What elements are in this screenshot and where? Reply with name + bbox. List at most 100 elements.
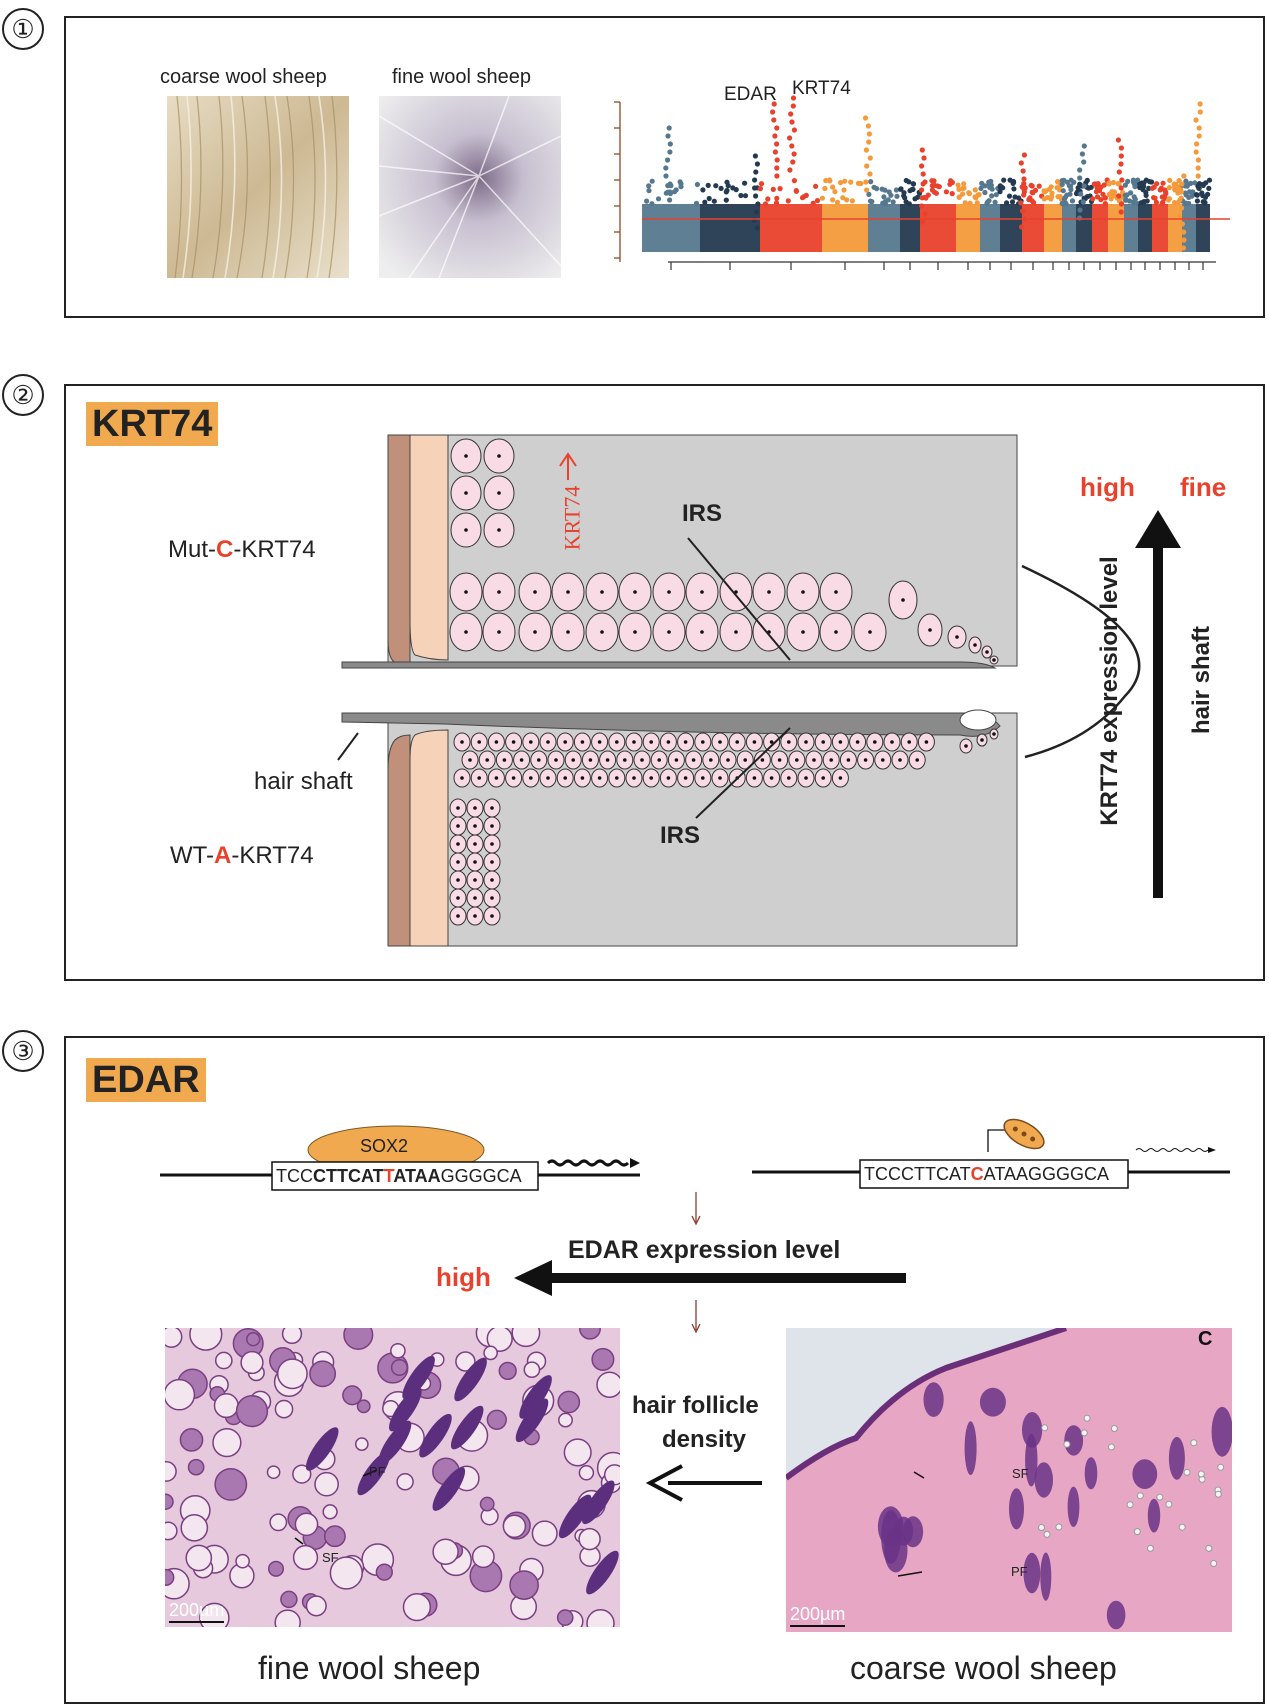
follicle-cross-section bbox=[603, 1464, 620, 1486]
pf-label-fine: PF bbox=[369, 1464, 386, 1479]
manhattan-peak-point bbox=[866, 139, 872, 145]
manhattan-point bbox=[866, 191, 872, 197]
panel-3-number: ③ bbox=[2, 1030, 44, 1072]
manhattan-point bbox=[993, 192, 999, 198]
high-label-krt74: high bbox=[1080, 472, 1135, 502]
follicle-cross-section bbox=[356, 1399, 371, 1414]
manhattan-point bbox=[967, 200, 973, 206]
manhattan-point bbox=[871, 184, 877, 190]
manhattan-chromosome bbox=[866, 179, 900, 270]
manhattan-point bbox=[1122, 182, 1128, 188]
follicle-bulb bbox=[1022, 1412, 1043, 1448]
gland-vacuole bbox=[1190, 1439, 1198, 1447]
irs-cell-nucleus bbox=[907, 740, 911, 744]
manhattan-point bbox=[936, 184, 942, 190]
manhattan-chromosome bbox=[978, 178, 1001, 270]
irs-cell-nucleus bbox=[546, 776, 550, 780]
manhattan-peak-point bbox=[789, 143, 795, 149]
manhattan-point bbox=[711, 198, 717, 204]
irs-cell-nucleus bbox=[973, 643, 977, 647]
irs-cell-nucleus bbox=[490, 896, 494, 900]
irs-cell-nucleus bbox=[718, 740, 722, 744]
irs-cell-nucleus bbox=[477, 776, 482, 780]
manhattan-point bbox=[1192, 180, 1198, 186]
manhattan-point bbox=[1115, 180, 1121, 187]
irs-cell-nucleus bbox=[456, 896, 460, 900]
bottom-outer-sheath bbox=[387, 734, 411, 947]
primary-follicle bbox=[519, 1375, 552, 1419]
corner-c-label: C bbox=[1198, 1328, 1213, 1350]
manhattan-point bbox=[1004, 200, 1010, 206]
density-label-line1: hair follicle bbox=[632, 1392, 759, 1419]
irs-cell-nucleus bbox=[511, 740, 516, 744]
manhattan-peak-point bbox=[771, 101, 777, 107]
irs-cell-nucleus bbox=[838, 740, 843, 744]
manhattan-peak-point bbox=[1179, 221, 1185, 227]
follicle-bulb bbox=[1064, 1425, 1084, 1456]
manhattan-point bbox=[903, 199, 909, 205]
manhattan-peak-point bbox=[923, 195, 929, 201]
irs-top-label: IRS bbox=[682, 500, 723, 527]
manhattan-peak-point bbox=[1018, 160, 1024, 166]
irs-cell-nucleus bbox=[473, 824, 477, 828]
manhattan-peak-point bbox=[1118, 201, 1125, 207]
irs-cell-nucleus bbox=[649, 740, 653, 744]
follicle-cross-section bbox=[240, 1350, 264, 1375]
follicle-cross-section bbox=[189, 1328, 223, 1351]
irs-cell-nucleus bbox=[846, 758, 851, 762]
edar-arrow-head bbox=[514, 1260, 552, 1296]
manhattan-point bbox=[830, 197, 836, 203]
follicle-cross-section bbox=[267, 1560, 285, 1577]
manhattan-point bbox=[848, 179, 854, 185]
manhattan-point bbox=[931, 178, 937, 184]
manhattan-point bbox=[1160, 199, 1166, 205]
manhattan-chromosome bbox=[1149, 180, 1169, 270]
irs-cell-nucleus bbox=[691, 758, 696, 762]
manhattan-peak-point bbox=[665, 157, 671, 163]
manhattan-peak-point bbox=[754, 161, 761, 167]
fine-wool-histology: PF SF 200µm bbox=[165, 1328, 620, 1627]
manhattan-point bbox=[713, 183, 719, 189]
edar-expression-label: EDAR expression level bbox=[568, 1236, 841, 1264]
manhattan-peak-point bbox=[771, 117, 777, 123]
follicle-cross-section bbox=[165, 1568, 175, 1586]
manhattan-point bbox=[840, 195, 846, 201]
irs-cell-nucleus bbox=[834, 590, 838, 594]
manhattan-peak-point bbox=[667, 189, 673, 195]
wt-allele: A bbox=[213, 842, 232, 869]
manhattan-point bbox=[989, 193, 995, 199]
irs-cell-nucleus bbox=[566, 590, 570, 594]
inhibition-symbol bbox=[987, 1129, 1008, 1152]
irs-cell-nucleus bbox=[726, 758, 730, 762]
manhattan-peak-point bbox=[1115, 137, 1121, 143]
gland-vacuole bbox=[1080, 1429, 1088, 1437]
manhattan-chromosome bbox=[757, 178, 822, 270]
manhattan-point bbox=[1001, 177, 1007, 183]
manhattan-point bbox=[1162, 187, 1168, 193]
manhattan-point bbox=[1084, 177, 1090, 183]
manhattan-point bbox=[822, 185, 828, 192]
follicle-cross-section bbox=[556, 1609, 574, 1626]
manhattan-chromosome bbox=[1106, 179, 1126, 270]
primary-follicle bbox=[305, 1427, 339, 1471]
irs-bottom-pointer bbox=[695, 727, 791, 819]
manhattan-point bbox=[978, 185, 984, 191]
right-sequence-box bbox=[859, 1159, 1129, 1189]
manhattan-peak-point bbox=[1197, 109, 1203, 115]
manhattan-point bbox=[1205, 191, 1211, 197]
fine-label-krt74: fine bbox=[1180, 472, 1227, 502]
manhattan-point bbox=[972, 187, 978, 193]
primary-follicle bbox=[450, 1405, 484, 1450]
manhattan-point bbox=[646, 183, 652, 189]
seq-right-c: ATAAGGGGCA bbox=[983, 1164, 1110, 1184]
irs-cell-nucleus bbox=[473, 860, 477, 864]
manhattan-chromosome bbox=[819, 177, 868, 270]
irs-cell-nucleus bbox=[700, 630, 704, 634]
irs-cell-nucleus bbox=[519, 758, 524, 762]
follicle-cross-section bbox=[523, 1361, 541, 1379]
manhattan-peak-point bbox=[1179, 181, 1185, 187]
manhattan-peak-point bbox=[1181, 237, 1187, 243]
irs-cell-nucleus bbox=[718, 776, 722, 780]
irs-cell-nucleus bbox=[795, 758, 799, 762]
irs-cell-nucleus bbox=[600, 590, 604, 594]
